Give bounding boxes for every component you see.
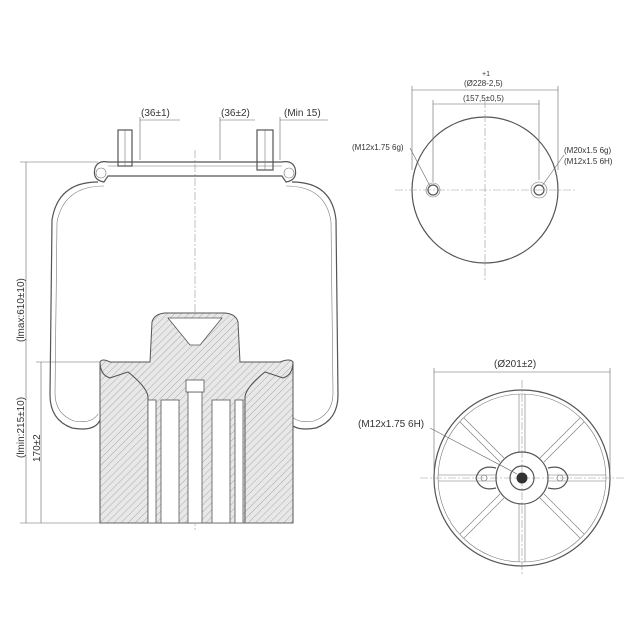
bellow (49, 181, 339, 430)
bottom-hub-mid (509, 465, 535, 491)
top-plate (93, 161, 297, 183)
top-dimensions (139, 117, 328, 160)
vertical-dimensions (20, 161, 100, 524)
top-tolerance: +1 (482, 71, 490, 78)
dim-top-right: (Min 15) (284, 108, 321, 119)
top-thread-left: (M12x1.75 6g) (352, 143, 404, 152)
dim-top-mid: (36±2) (221, 108, 250, 119)
dim-top-left: (36±1) (141, 108, 170, 119)
stud-left (117, 129, 133, 167)
dim-piston: 170±2 (32, 434, 43, 462)
top-thread-right-2: (M12x1.5 6H) (564, 157, 613, 166)
top-hole-left (425, 182, 441, 198)
bottom-view-dimensions (429, 368, 611, 475)
top-hole-right (530, 181, 548, 199)
bottom-threaded-hole (516, 472, 528, 484)
stud-right (256, 129, 274, 171)
side-view: (36±1) (36±2) (Min 15) (lmax:610±10) (lm… (16, 108, 339, 530)
piston (99, 312, 294, 524)
bottom-hub-outer (495, 451, 549, 505)
top-thread-right-1: (M20x1.5 6g) (564, 146, 611, 155)
bottom-thread: (M12x1.75 6H) (358, 419, 424, 430)
top-view: +1 (Ø228-2,5) (157,5±0,5) (M12x1.75 6g) … (352, 71, 613, 280)
bottom-view: (Ø201±2) (M12x1.75 6H) (358, 359, 625, 575)
top-dia-bolts: (157,5±0,5) (463, 94, 504, 103)
top-dia-outer: (Ø228-2,5) (464, 79, 503, 88)
dim-lmax: (lmax:610±10) (16, 278, 27, 342)
bottom-ribs (438, 394, 606, 562)
top-view-dimensions (409, 86, 565, 187)
dim-lmin: (lmin:215±10) (16, 397, 27, 458)
bottom-lug-left (475, 466, 497, 490)
bottom-lug-right (547, 466, 569, 490)
bottom-dia: (Ø201±2) (494, 359, 536, 370)
